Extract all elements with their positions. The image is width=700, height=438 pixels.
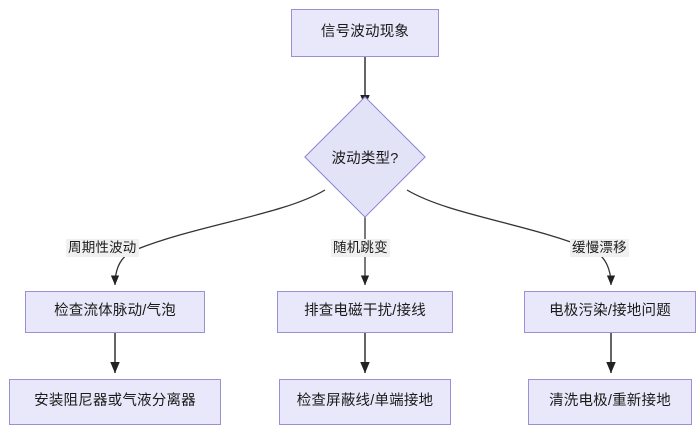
node-start[interactable]: 信号波动现象 xyxy=(291,9,439,57)
edge-label-random-jump: 随机跳变 xyxy=(331,239,390,257)
node-right-action[interactable]: 清洗电极/重新接地 xyxy=(528,379,692,425)
edge-label-periodic: 周期性波动 xyxy=(66,239,139,257)
node-right-check[interactable]: 电极污染/接地问题 xyxy=(524,291,696,333)
node-mid-action-label: 检查屏蔽线/单端接地 xyxy=(296,393,434,410)
node-right-check-label: 电极污染/接地问题 xyxy=(549,303,671,320)
node-decision-label: 波动类型? xyxy=(331,150,399,167)
node-start-label: 信号波动现象 xyxy=(320,24,410,41)
edge-decision-to-left-check xyxy=(110,189,326,286)
node-mid-action[interactable]: 检查屏蔽线/单端接地 xyxy=(279,379,451,425)
node-left-action[interactable]: 安装阻尼器或气液分离器 xyxy=(9,379,221,425)
node-decision[interactable]: 波动类型? xyxy=(304,96,426,218)
edge-label-slow-drift: 缓慢漂移 xyxy=(570,239,629,257)
node-left-action-label: 安装阻尼器或气液分离器 xyxy=(34,393,196,410)
node-mid-check-label: 排查电磁干扰/接线 xyxy=(304,303,426,320)
node-left-check-label: 检查流体脉动/气泡 xyxy=(54,303,176,320)
node-mid-check[interactable]: 排查电磁干扰/接线 xyxy=(277,291,453,333)
node-right-action-label: 清洗电极/重新接地 xyxy=(549,393,671,410)
edge-decision-to-right-check xyxy=(406,189,616,286)
node-left-check[interactable]: 检查流体脉动/气泡 xyxy=(25,291,205,333)
